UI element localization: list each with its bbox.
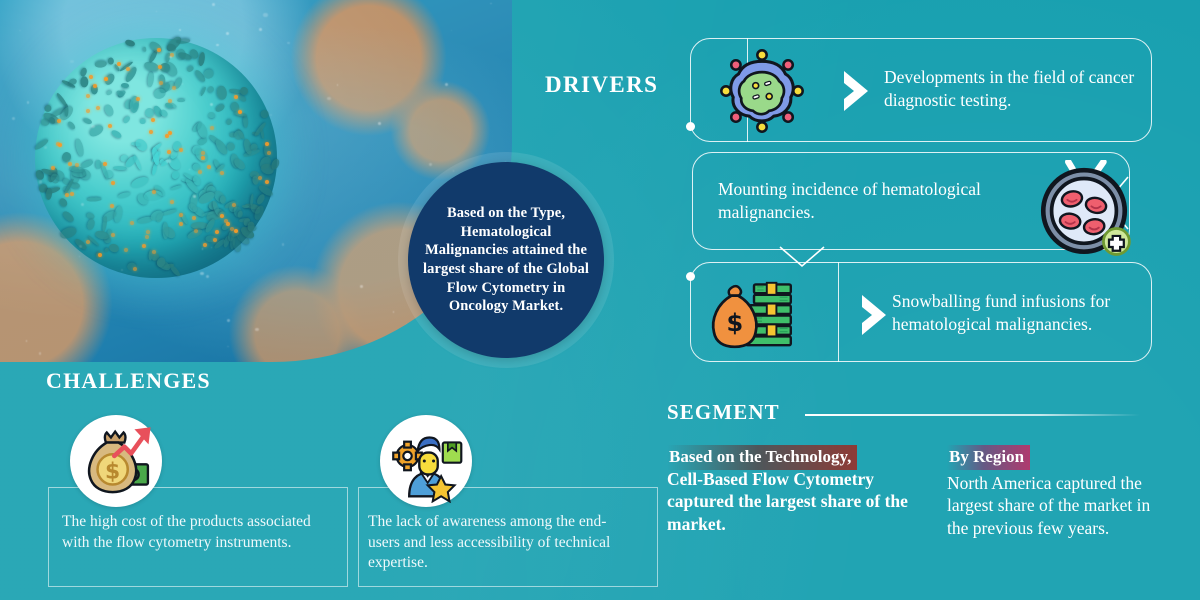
notch-down-icon [778, 246, 826, 273]
driver-bullet-dot-1 [686, 122, 695, 131]
hero-cell-photo [0, 0, 512, 362]
money-bag-rising-cost-icon: $ [70, 415, 162, 507]
driver-bullet-dot-3 [686, 272, 695, 281]
circle-callout: Based on the Type, Hematological Maligna… [408, 162, 604, 358]
driver-text-3: Snowballing fund infusions for hematolog… [892, 291, 1111, 335]
driver-item-3[interactable] [690, 262, 1152, 362]
money-bag-cash-stack-icon: $ [706, 278, 802, 350]
chevron-right-icon [840, 68, 874, 119]
technician-expertise-icon [380, 415, 472, 507]
svg-text:$: $ [726, 309, 743, 337]
challenge-box-1[interactable] [48, 487, 348, 587]
segment-rule [805, 414, 1140, 416]
challenge-text-1: The high cost of the products associated… [62, 513, 311, 551]
segment-title: SEGMENT [667, 400, 780, 424]
driver-divider-3 [838, 262, 840, 362]
segment-body-technology: Cell-Based Flow Cytometry captured the l… [667, 469, 908, 534]
svg-text:$: $ [105, 460, 120, 485]
driver-text-2: Mounting incidence of hematological mali… [718, 179, 981, 223]
driver-item-1[interactable] [690, 38, 1152, 142]
virus-cell-icon [716, 46, 808, 136]
drivers-title: DRIVERS [545, 72, 659, 97]
challenges-title: CHALLENGES [46, 368, 211, 393]
chevron-right-icon-3 [858, 292, 892, 343]
driver-text-1: Developments in the field of cancer diag… [884, 67, 1135, 111]
segment-badge-technology: Based on the Technology, [667, 445, 858, 470]
blood-sample-petri-dish-icon [1032, 158, 1136, 260]
t-cell-icon [33, 33, 281, 278]
segment-body-region: North America captured the largest share… [947, 473, 1151, 538]
circle-callout-text: Based on the Type, Hematological Maligna… [423, 205, 589, 315]
bottom-bar [0, 596, 1200, 600]
challenge-box-2[interactable] [358, 487, 658, 587]
challenge-text-2: The lack of awareness among the end-user… [368, 513, 611, 572]
driver-item-2[interactable] [692, 152, 1130, 250]
segment-badge-region: By Region [947, 445, 1031, 470]
